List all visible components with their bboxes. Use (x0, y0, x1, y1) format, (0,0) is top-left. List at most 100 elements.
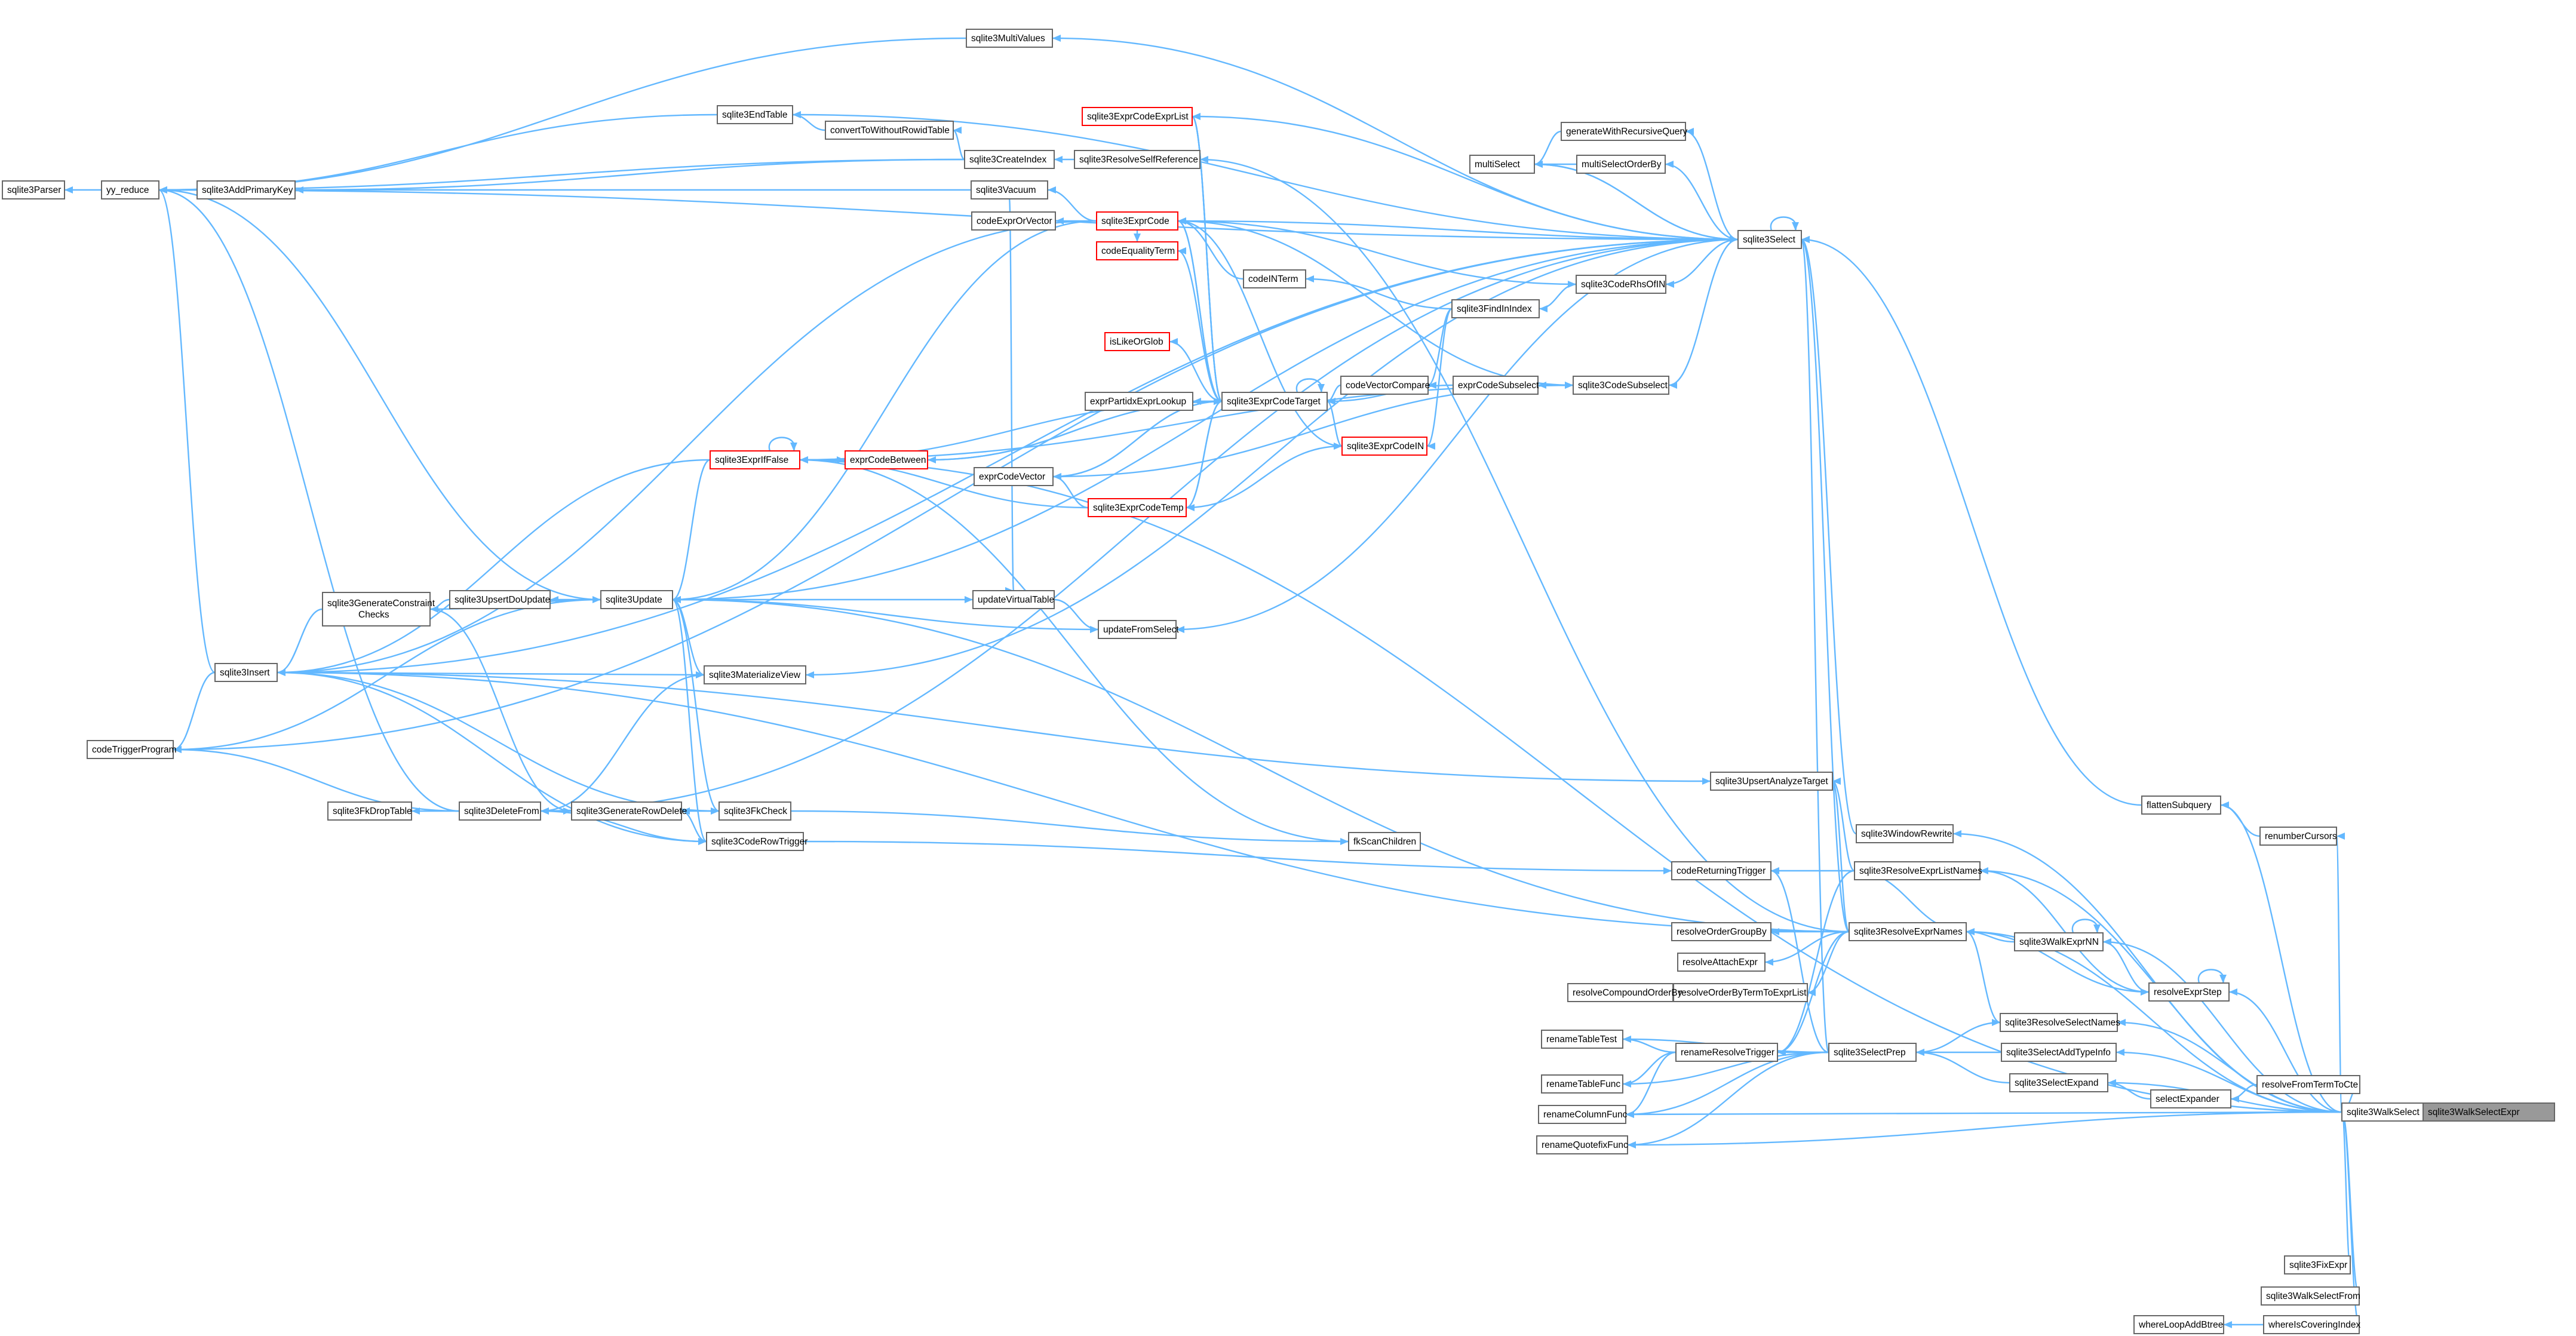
node-sqlite3WalkSelectExpr[interactable]: sqlite3WalkSelectExpr (2423, 1102, 2555, 1122)
node-sqlite3MultiValues[interactable]: sqlite3MultiValues (966, 29, 1053, 48)
node-label: sqlite3FixExpr (2289, 1260, 2347, 1270)
node-label: sqlite3ResolveSelfReference (1079, 155, 1198, 165)
node-resolveAttachExpr[interactable]: resolveAttachExpr (1677, 953, 1766, 972)
node-resolveExprStep[interactable]: resolveExprStep (2148, 982, 2230, 1002)
node-sqlite3SelectPrep[interactable]: sqlite3SelectPrep (1828, 1043, 1917, 1062)
node-sqlite3UpsertDoUpdate[interactable]: sqlite3UpsertDoUpdate (449, 590, 551, 609)
node-codeEqualityTerm[interactable]: codeEqualityTerm (1096, 241, 1178, 260)
node-yy_reduce[interactable]: yy_reduce (101, 180, 159, 199)
node-box (1082, 107, 1193, 126)
node-sqlite3Parser[interactable]: sqlite3Parser (2, 180, 65, 199)
node-whereLoopAddBtree[interactable]: whereLoopAddBtree (2133, 1315, 2224, 1334)
node-sqlite3ExprCodeIN[interactable]: sqlite3ExprCodeIN (1341, 437, 1427, 456)
edge-line (158, 189, 601, 601)
node-codeExprOrVector[interactable]: codeExprOrVector (971, 211, 1056, 231)
node-generateWithRecursiveQuery[interactable]: generateWithRecursiveQuery (1561, 122, 1688, 141)
node-label: exprPartidxExprLookup (1090, 397, 1186, 407)
node-sqlite3AddPrimaryKey[interactable]: sqlite3AddPrimaryKey (196, 180, 296, 199)
node-sqlite3ResolveSelectNames[interactable]: sqlite3ResolveSelectNames (2000, 1013, 2120, 1032)
edge-arrowhead (711, 807, 719, 815)
node-whereIsCoveringIndex[interactable]: whereIsCoveringIndex (2263, 1315, 2360, 1334)
edge-sqlite3Select-to-sqlite3Update (672, 238, 1739, 603)
node-convertToWithoutRowidTable[interactable]: convertToWithoutRowidTable (825, 121, 954, 140)
node-sqlite3UpsertAnalyzeTarget[interactable]: sqlite3UpsertAnalyzeTarget (1710, 772, 1833, 791)
node-sqlite3ExprCodeTarget[interactable]: sqlite3ExprCodeTarget (1221, 392, 1328, 411)
node-fkScanChildren[interactable]: fkScanChildren (1348, 832, 1421, 851)
node-multiSelect[interactable]: multiSelect (1469, 155, 1535, 174)
node-sqlite3Select[interactable]: sqlite3Select (1737, 230, 1802, 249)
node-sqlite3Vacuum[interactable]: sqlite3Vacuum (971, 180, 1048, 199)
node-box (1710, 772, 1833, 791)
node-sqlite3WalkSelectFrom[interactable]: sqlite3WalkSelectFrom (2261, 1286, 2360, 1306)
node-sqlite3FkDropTable[interactable]: sqlite3FkDropTable (327, 801, 412, 821)
node-sqlite3ExprCodeExprList[interactable]: sqlite3ExprCodeExprList (1082, 107, 1193, 126)
node-sqlite3DeleteFrom[interactable]: sqlite3DeleteFrom (459, 801, 541, 821)
edge-arrowhead (1771, 867, 1779, 874)
node-box (1088, 498, 1187, 517)
node-sqlite3CreateIndex[interactable]: sqlite3CreateIndex (964, 150, 1055, 169)
node-sqlite3MaterializeView[interactable]: sqlite3MaterializeView (704, 665, 806, 684)
node-sqlite3EndTable[interactable]: sqlite3EndTable (717, 105, 793, 124)
node-flattenSubquery[interactable]: flattenSubquery (2141, 796, 2221, 815)
node-selectExpander[interactable]: selectExpander (2150, 1089, 2231, 1108)
node-multiSelectOrderBy[interactable]: multiSelectOrderBy (1576, 155, 1666, 174)
node-sqlite3WalkSelect[interactable]: sqlite3WalkSelect (2341, 1102, 2424, 1122)
edge-line (2220, 804, 2342, 1113)
node-sqlite3GenerateRowDelete[interactable]: sqlite3GenerateRowDelete (571, 801, 687, 821)
node-renameResolveTrigger[interactable]: renameResolveTrigger (1675, 1043, 1778, 1062)
node-sqlite3ExprCode[interactable]: sqlite3ExprCode (1096, 211, 1178, 231)
edge-line (1777, 930, 1850, 1054)
node-updateFromSelect[interactable]: updateFromSelect (1098, 620, 1179, 639)
node-box (1854, 861, 1981, 880)
edge-sqlite3DeleteFrom-to-codeTriggerProgram (173, 746, 460, 812)
node-sqlite3ResolveExprNames[interactable]: sqlite3ResolveExprNames (1849, 922, 1967, 941)
node-resolveCompoundOrderBy[interactable]: resolveCompoundOrderBy (1567, 983, 1682, 1002)
node-resolveOrderByTermToExprList[interactable]: resolveOrderByTermToExprList (1673, 983, 1808, 1002)
node-sqlite3FkCheck[interactable]: sqlite3FkCheck (719, 801, 791, 821)
node-sqlite3WindowRewrite[interactable]: sqlite3WindowRewrite (1856, 824, 1954, 843)
node-box (1567, 983, 1674, 1002)
node-isLikeOrGlob[interactable]: isLikeOrGlob (1104, 332, 1170, 351)
edge-sqlite3Select-to-sqlite3CodeSubselect (1668, 238, 1739, 389)
edge-sqlite3SelectPrep-to-renameTableFunc (1622, 1051, 1829, 1088)
node-codeINTerm[interactable]: codeINTerm (1243, 269, 1306, 288)
node-label: sqlite3UpsertDoUpdate (455, 595, 550, 605)
node-exprCodeVector[interactable]: exprCodeVector (974, 467, 1054, 486)
node-codeReturningTrigger[interactable]: codeReturningTrigger (1671, 861, 1771, 880)
node-sqlite3CodeRowTrigger[interactable]: sqlite3CodeRowTrigger (706, 832, 808, 851)
node-renameColumnFunc[interactable]: renameColumnFunc (1538, 1105, 1628, 1124)
edge-arrowhead (1334, 443, 1342, 450)
node-sqlite3ResolveSelfReference[interactable]: sqlite3ResolveSelfReference (1074, 150, 1201, 169)
node-codeVectorCompare[interactable]: codeVectorCompare (1340, 376, 1430, 395)
edge-sqlite3FkCheck-to-fkScanChildren (790, 810, 1349, 845)
node-sqlite3Update[interactable]: sqlite3Update (600, 590, 673, 609)
node-exprPartidxExprLookup[interactable]: exprPartidxExprLookup (1085, 392, 1193, 411)
node-resolveOrderGroupBy[interactable]: resolveOrderGroupBy (1671, 922, 1771, 941)
node-sqlite3CodeRhsOfIN[interactable]: sqlite3CodeRhsOfIN (1576, 275, 1666, 294)
node-sqlite3FixExpr[interactable]: sqlite3FixExpr (2284, 1255, 2351, 1274)
edge-line (672, 598, 720, 812)
node-sqlite3WalkExprNN[interactable]: sqlite3WalkExprNN (2014, 932, 2104, 951)
node-sqlite3FindInIndex[interactable]: sqlite3FindInIndex (1451, 299, 1540, 318)
node-sqlite3CodeSubselect[interactable]: sqlite3CodeSubselect (1573, 376, 1669, 395)
node-exprCodeBetween[interactable]: exprCodeBetween (845, 450, 928, 469)
node-renumberCursors[interactable]: renumberCursors (2259, 827, 2337, 846)
edge-arrowhead (2117, 1019, 2126, 1026)
edge-line (1770, 870, 1829, 1054)
node-codeTriggerProgram[interactable]: codeTriggerProgram (87, 740, 177, 759)
node-renameTableTest[interactable]: renameTableTest (1541, 1030, 1623, 1049)
node-box (1671, 861, 1771, 880)
node-renameTableFunc[interactable]: renameTableFunc (1541, 1074, 1623, 1094)
node-renameQuotefixFunc[interactable]: renameQuotefixFunc (1536, 1135, 1628, 1154)
node-sqlite3SelectExpand[interactable]: sqlite3SelectExpand (2009, 1073, 2108, 1092)
node-sqlite3ExprCodeTemp[interactable]: sqlite3ExprCodeTemp (1088, 498, 1187, 517)
node-sqlite3Insert[interactable]: sqlite3Insert (214, 663, 278, 682)
node-sqlite3ExprIfFalse[interactable]: sqlite3ExprIfFalse (710, 450, 800, 469)
node-updateVirtualTable[interactable]: updateVirtualTable (972, 590, 1055, 609)
node-resolveFromTermToCte[interactable]: resolveFromTermToCte (2256, 1075, 2360, 1094)
node-label: sqlite3FkCheck (724, 806, 787, 816)
node-exprCodeSubselect[interactable]: exprCodeSubselect (1453, 376, 1539, 395)
node-sqlite3SelectAddTypeInfo[interactable]: sqlite3SelectAddTypeInfo (2001, 1043, 2117, 1062)
node-sqlite3ResolveExprListNames[interactable]: sqlite3ResolveExprListNames (1854, 861, 1982, 880)
